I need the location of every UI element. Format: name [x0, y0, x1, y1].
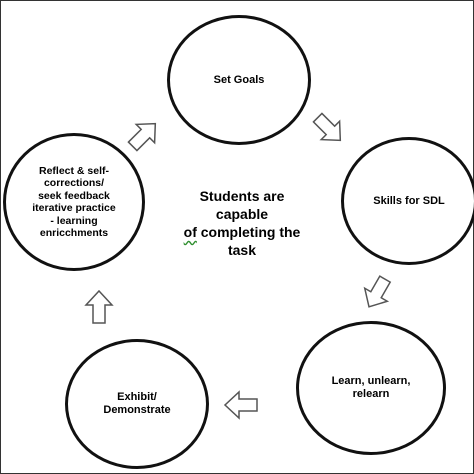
stage-skills-for-sdl: Skills for SDL	[341, 137, 474, 265]
center-line-4: task	[227, 242, 257, 258]
arrow-set-goals-to-skills	[312, 112, 342, 142]
stage-exhibit-demonstrate: Exhibit/ Demonstrate	[65, 339, 209, 469]
center-line-3-rest: completing the	[196, 224, 301, 240]
center-line-2: capable	[215, 206, 269, 222]
arrow-reflect-to-set-goals	[127, 122, 157, 152]
stage-learn-label: Learn, unlearn, relearn	[331, 375, 411, 400]
arrow-learn-to-exhibit	[223, 390, 258, 420]
stage-exhibit-label: Exhibit/ Demonstrate	[103, 391, 171, 416]
stage-learn-unlearn-relearn: Learn, unlearn, relearn	[296, 321, 446, 455]
center-line-1: Students are	[199, 188, 285, 204]
stage-reflect: Reflect & self- corrections/ seek feedba…	[3, 133, 145, 271]
stage-set-goals: Set Goals	[167, 15, 311, 145]
stage-skills-label: Skills for SDL	[373, 194, 445, 207]
center-underlined-word: of	[183, 224, 197, 240]
stage-set-goals-label: Set Goals	[213, 73, 265, 86]
arrow-exhibit-to-reflect	[84, 289, 114, 324]
center-line-3: of completing the	[147, 223, 337, 241]
arrow-skills-to-learn	[363, 275, 392, 308]
stage-reflect-label: Reflect & self- corrections/ seek feedba…	[32, 164, 116, 240]
center-statement: Students are capable of completing the t…	[147, 187, 337, 259]
